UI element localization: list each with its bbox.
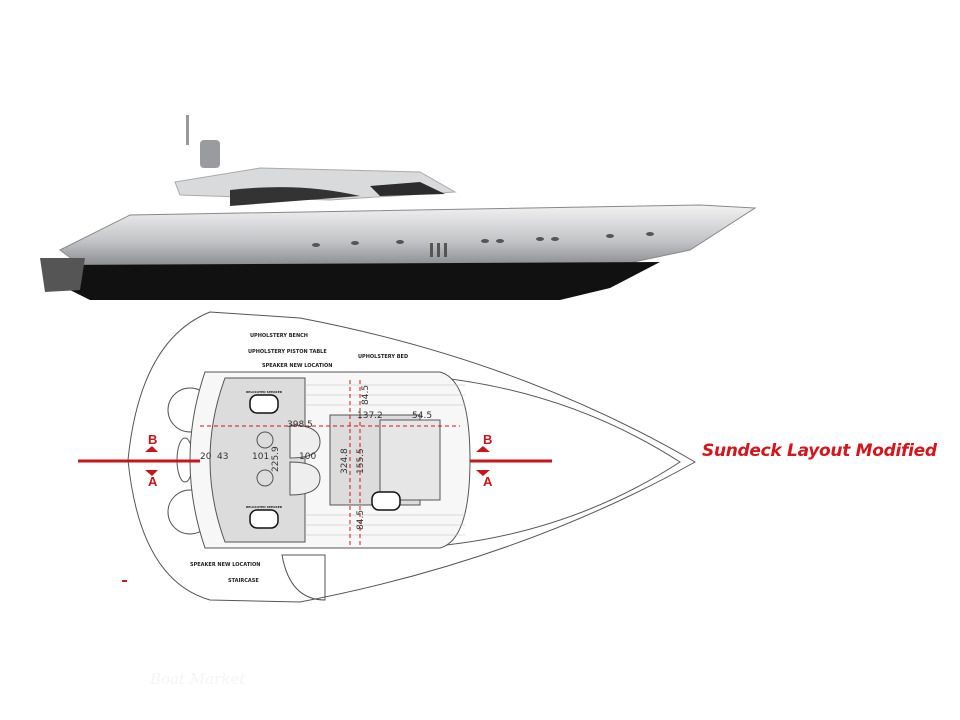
deck-plan [127,311,697,603]
label-speaker-new-location-top: SPEAKER NEW LOCATION [262,363,332,369]
label-upholstery-bed: UPHOLSTERY BED [358,354,408,360]
dimension-label: 84.5 [361,385,371,405]
dimension-label: 101 [252,452,269,462]
section-line-right [470,446,552,476]
section-line-left [78,446,200,476]
section-mark-b-left: B [148,432,157,447]
label-relocated-speaker-bottom: RELOCATED SPEAKER [246,505,283,509]
dimension-label: 84.5 [356,510,366,530]
section-mark-a-left: A [148,474,158,489]
speaker-clouds [249,394,401,529]
section-mark-a-right: A [483,474,493,489]
label-relocated-speaker-top: RELOCATED SPEAKER [246,390,283,394]
dimension-lines [200,380,460,545]
label-upholstery-bench: UPHOLSTERY BENCH [250,333,308,339]
dimension-label: 43 [217,452,228,462]
dimension-label: 20 [200,452,212,462]
watermark-logo: Boat Market [150,670,246,688]
red-mark [122,580,127,582]
diagram-title: Sundeck Layout Modified [702,441,937,461]
dimension-label: 225.9 [271,446,281,472]
dimension-label: 155.5 [356,448,366,474]
yacht-profile-image [40,115,757,300]
dimension-label: 398.5 [287,420,313,430]
dimension-label: 100 [299,452,316,462]
label-speaker-new-location-bottom: SPEAKER NEW LOCATION [190,562,260,568]
dimension-label: 324.8 [340,448,350,474]
section-mark-b-right: B [483,432,492,447]
deck-planking [305,384,465,536]
dimension-label: 137.2 [357,411,383,421]
dimension-label: 54.5 [412,411,432,421]
label-staircase: STAIRCASE [228,578,259,584]
label-upholstery-piston-table: UPHOLSTERY PISTON TABLE [248,349,327,355]
